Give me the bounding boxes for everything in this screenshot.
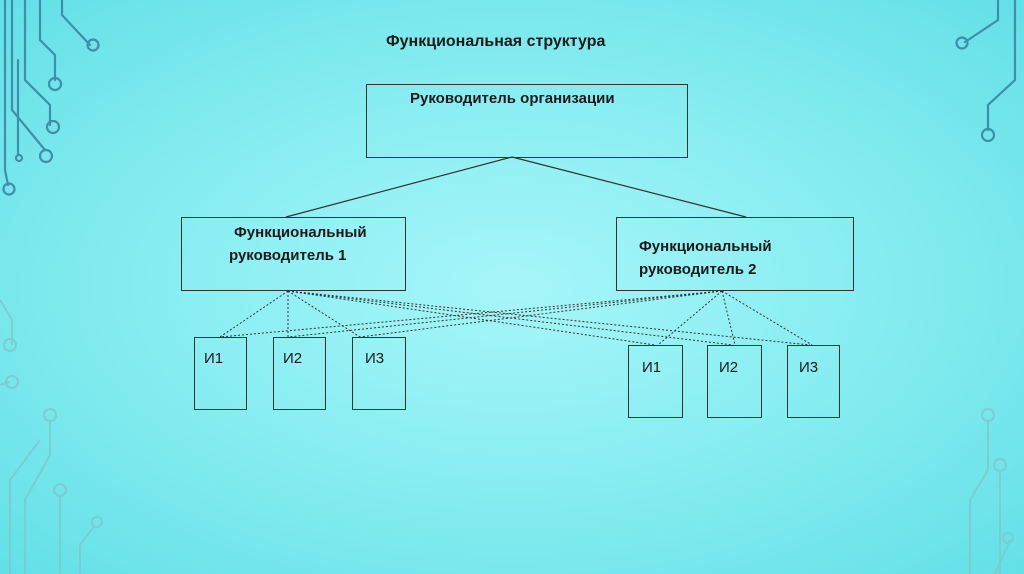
node-fm2: Функциональный руководитель 2 [616, 217, 854, 291]
performer-label: И2 [719, 359, 739, 376]
diagram-title: Функциональная структура [386, 33, 606, 50]
performer-label: И1 [642, 359, 662, 376]
node-fm1-label-line2: руководитель 1 [229, 247, 347, 264]
node-fm2-label-line1: Функциональный [639, 238, 772, 255]
dotted-link [219, 290, 723, 338]
node-fm1: Функциональный руководитель 1 [181, 217, 406, 291]
performer-label: И1 [204, 350, 224, 367]
node-fm2-label-line2: руководитель 2 [639, 261, 757, 278]
node-performer-right-2: И2 [707, 345, 762, 418]
node-head: Руководитель организации [366, 84, 688, 158]
node-performer-left-2: И2 [273, 337, 326, 410]
performer-label: И2 [283, 350, 303, 367]
dotted-link [287, 290, 723, 338]
node-performer-right-3: И3 [787, 345, 840, 418]
dotted-link [359, 290, 723, 338]
dotted-link [721, 290, 736, 346]
node-fm1-label-line1: Функциональный [234, 224, 367, 241]
dotted-link [287, 290, 656, 346]
dotted-link [721, 290, 813, 346]
node-head-label: Руководитель организации [410, 90, 615, 107]
node-performer-left-1: И1 [194, 337, 247, 410]
node-performer-right-1: И1 [628, 345, 683, 418]
link-head-fm2 [511, 156, 747, 218]
dotted-link [287, 290, 811, 346]
node-performer-left-3: И3 [352, 337, 406, 410]
performer-label: И3 [365, 350, 385, 367]
performer-label: И3 [799, 359, 819, 376]
link-head-fm1 [285, 156, 513, 218]
dotted-link [657, 290, 723, 346]
dotted-link [219, 290, 289, 338]
